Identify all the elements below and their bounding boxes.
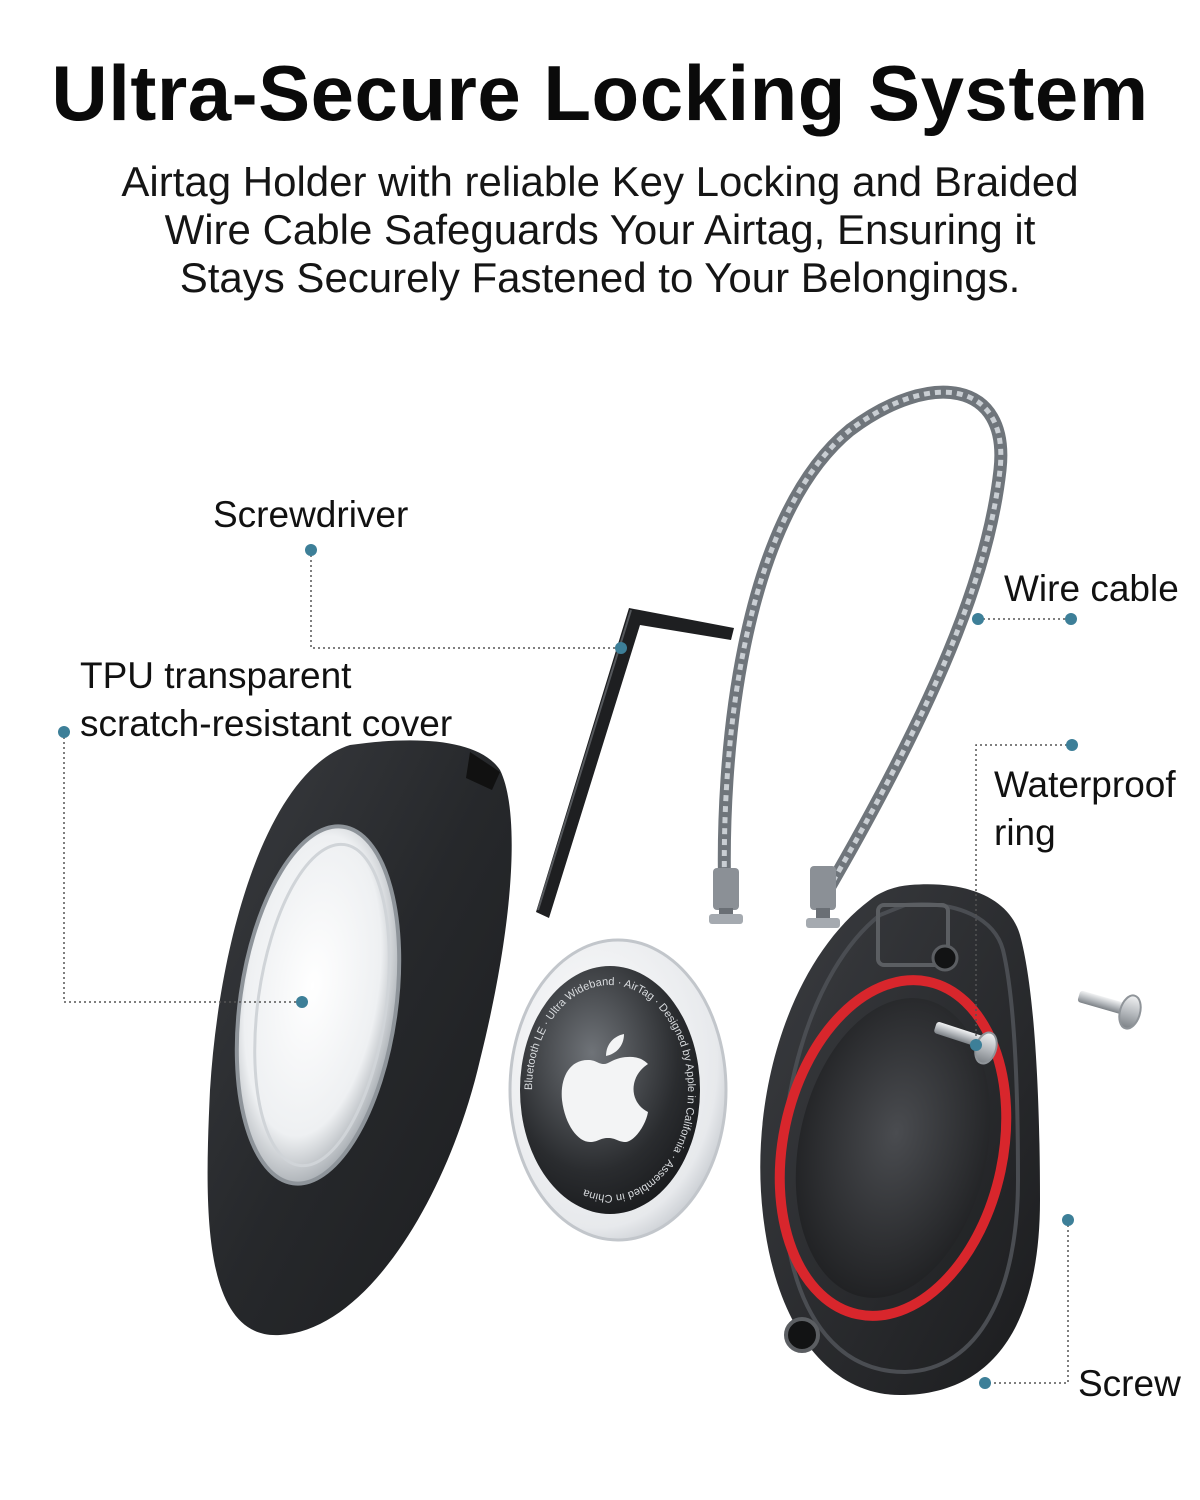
screw-label: Screw bbox=[1078, 1363, 1181, 1404]
airtag: Bluetooth LE · Ultra Wideband · AirTag ·… bbox=[508, 938, 728, 1242]
callout-dots bbox=[58, 544, 1078, 1389]
tpu-target-dot bbox=[296, 996, 308, 1008]
base-housing bbox=[760, 884, 1040, 1395]
subtitle-line-2: Wire Cable Safeguards Your Airtag, Ensur… bbox=[164, 206, 1036, 253]
screwdriver-label: Screwdriver bbox=[213, 494, 409, 535]
waterproof-label-line-2: ring bbox=[994, 812, 1056, 853]
screwdriver-label-dot bbox=[305, 544, 317, 556]
wire-cable-label: Wire cable bbox=[1004, 568, 1179, 609]
screw-target-dot bbox=[979, 1377, 991, 1389]
cable-end-left bbox=[709, 868, 743, 924]
page-subtitle: Airtag Holder with reliable Key Locking … bbox=[0, 158, 1200, 302]
page-title: Ultra-Secure Locking System bbox=[51, 49, 1149, 137]
screwdriver-hex-key bbox=[536, 608, 734, 918]
wire-cable-label-dot bbox=[1065, 613, 1077, 625]
waterproof-target-dot bbox=[970, 1039, 982, 1051]
subtitle-line-1: Airtag Holder with reliable Key Locking … bbox=[121, 158, 1079, 205]
subtitle-line-3: Stays Securely Fastened to Your Belongin… bbox=[179, 254, 1021, 301]
callout-leaders bbox=[63, 550, 1072, 1384]
screwdriver-target-dot bbox=[615, 642, 627, 654]
waterproof-ring bbox=[774, 975, 1012, 1321]
screw-upper bbox=[1077, 990, 1142, 1030]
tpu-label-dot bbox=[58, 726, 70, 738]
tpu-label-line-2: scratch-resistant cover bbox=[80, 703, 453, 744]
waterproof-label-dot bbox=[1066, 739, 1078, 751]
screw-upper-dot bbox=[1062, 1214, 1074, 1226]
tpu-label-line-1: TPU transparent bbox=[80, 655, 352, 696]
cable-end-right bbox=[806, 866, 840, 928]
tpu-cover bbox=[207, 740, 512, 1336]
apple-logo-icon bbox=[561, 1034, 648, 1142]
waterproof-label-line-1: Waterproof bbox=[994, 764, 1176, 805]
wire-cable-target-dot bbox=[972, 613, 984, 625]
wire-cable bbox=[709, 385, 1008, 928]
